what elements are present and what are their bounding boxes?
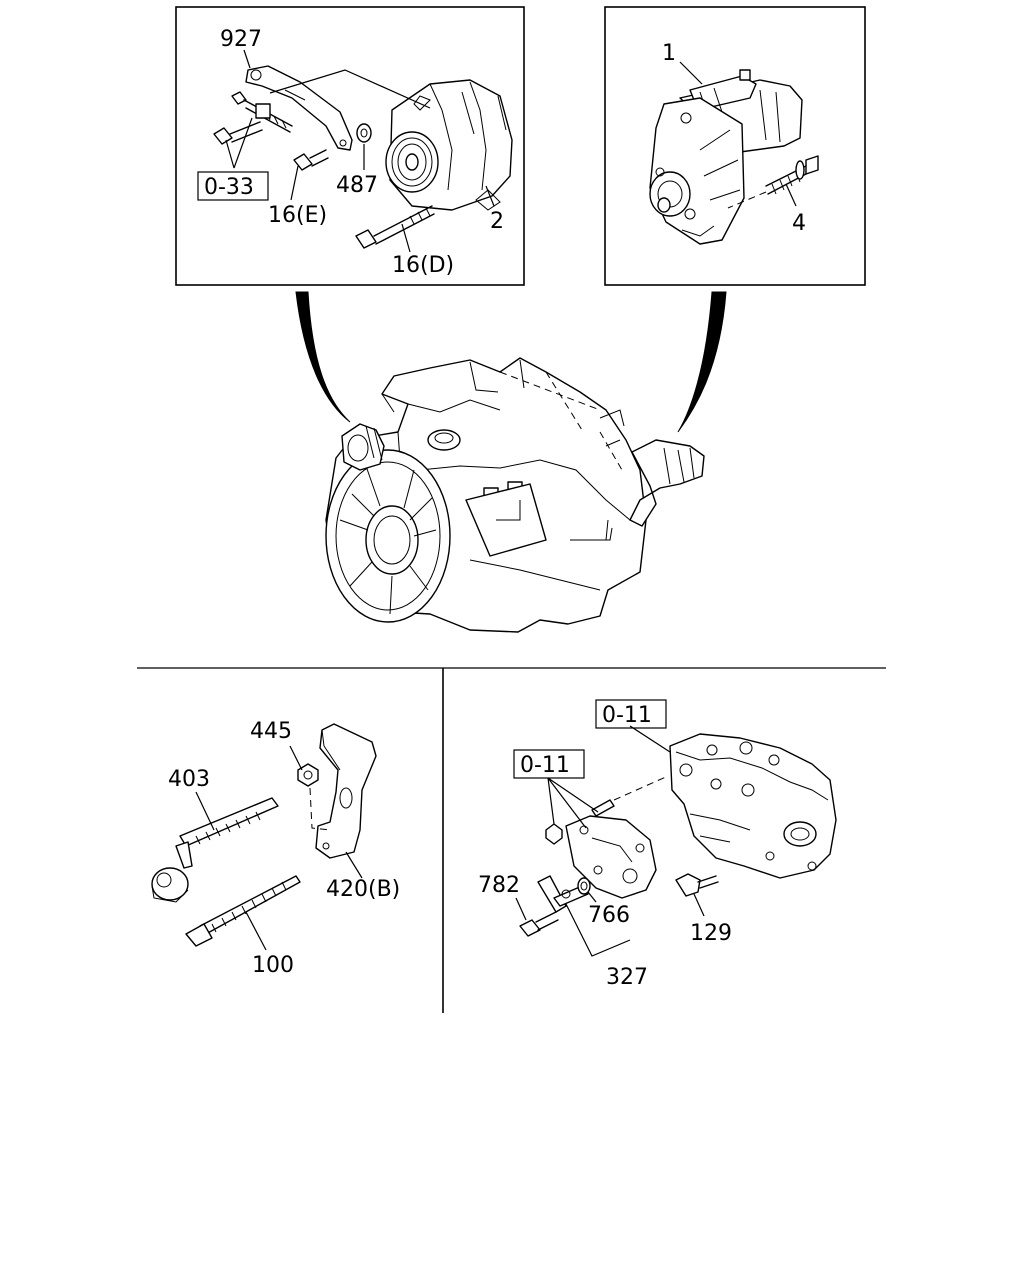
nut-445 [297, 763, 319, 787]
leader-4 [785, 183, 797, 207]
cylinder-head-assembly [669, 733, 837, 879]
leader-1 [679, 61, 703, 85]
leader-927 [243, 49, 251, 69]
leader-011a [629, 725, 671, 753]
leader-420b [345, 851, 363, 879]
leader-403 [195, 791, 215, 831]
nut-to-bracket-dashed [309, 787, 331, 831]
callout-011a: 0-11 [602, 703, 652, 728]
alternator-bracket [245, 65, 353, 151]
bolt-16d [355, 205, 435, 249]
leader-2 [485, 185, 495, 207]
leader-766 [587, 891, 597, 903]
callout-4: 4 [792, 211, 806, 236]
ref-box-011b [513, 749, 585, 779]
callout-782: 782 [478, 873, 520, 898]
callout-927: 927 [220, 27, 262, 52]
starter-panel-frame [604, 6, 866, 286]
callout-1: 1 [662, 41, 676, 66]
alternator-panel-frame [175, 6, 525, 286]
leader-129 [693, 893, 705, 917]
leader-445 [289, 745, 303, 771]
connector-arc-right [677, 291, 727, 433]
callout-033: 0-33 [204, 175, 254, 200]
leader-100 [245, 911, 267, 951]
connector-arc-left [295, 291, 351, 423]
callout-16d: 16(D) [392, 253, 454, 278]
cable-tie-100 [185, 875, 301, 947]
callout-420b: 420(B) [326, 877, 400, 902]
temp-sensor-129 [675, 873, 719, 897]
ref-box-011a [595, 699, 667, 729]
callout-766: 766 [588, 903, 630, 928]
callout-129: 129 [690, 921, 732, 946]
leader-16d [401, 223, 411, 253]
ref-box-033 [197, 171, 269, 201]
adjusting-bolt [231, 91, 293, 133]
stud-pin [591, 775, 669, 817]
washer-487 [356, 123, 372, 143]
leader-bolt-to-starter [727, 191, 767, 209]
starter-motor [649, 69, 803, 245]
callout-100: 100 [252, 953, 294, 978]
bolt-782 [519, 911, 559, 937]
callout-403: 403 [168, 767, 210, 792]
leader-16e [290, 165, 299, 201]
leader-782 [515, 897, 527, 921]
nut-plate [545, 823, 563, 845]
callout-16e: 16(E) [268, 203, 327, 228]
sensor-housing-plate [565, 815, 657, 899]
mounting-bracket-420b [315, 723, 377, 859]
leader-033 [225, 117, 253, 169]
bracket-bolt [213, 121, 263, 145]
leader-011b [547, 777, 599, 829]
callout-445: 445 [250, 719, 292, 744]
clamp-band-403 [151, 797, 279, 903]
alternator [385, 79, 513, 211]
o-ring-766 [577, 877, 591, 895]
bolt-16e [293, 149, 329, 171]
callout-487: 487 [336, 173, 378, 198]
starter-bolt [765, 155, 819, 195]
leader-327 [565, 903, 631, 957]
callout-011b: 0-11 [520, 753, 570, 778]
leader-bracket-to-alternator [269, 69, 431, 109]
engine-assembly [325, 357, 705, 633]
callout-327: 327 [606, 965, 648, 990]
callout-2: 2 [490, 209, 504, 234]
